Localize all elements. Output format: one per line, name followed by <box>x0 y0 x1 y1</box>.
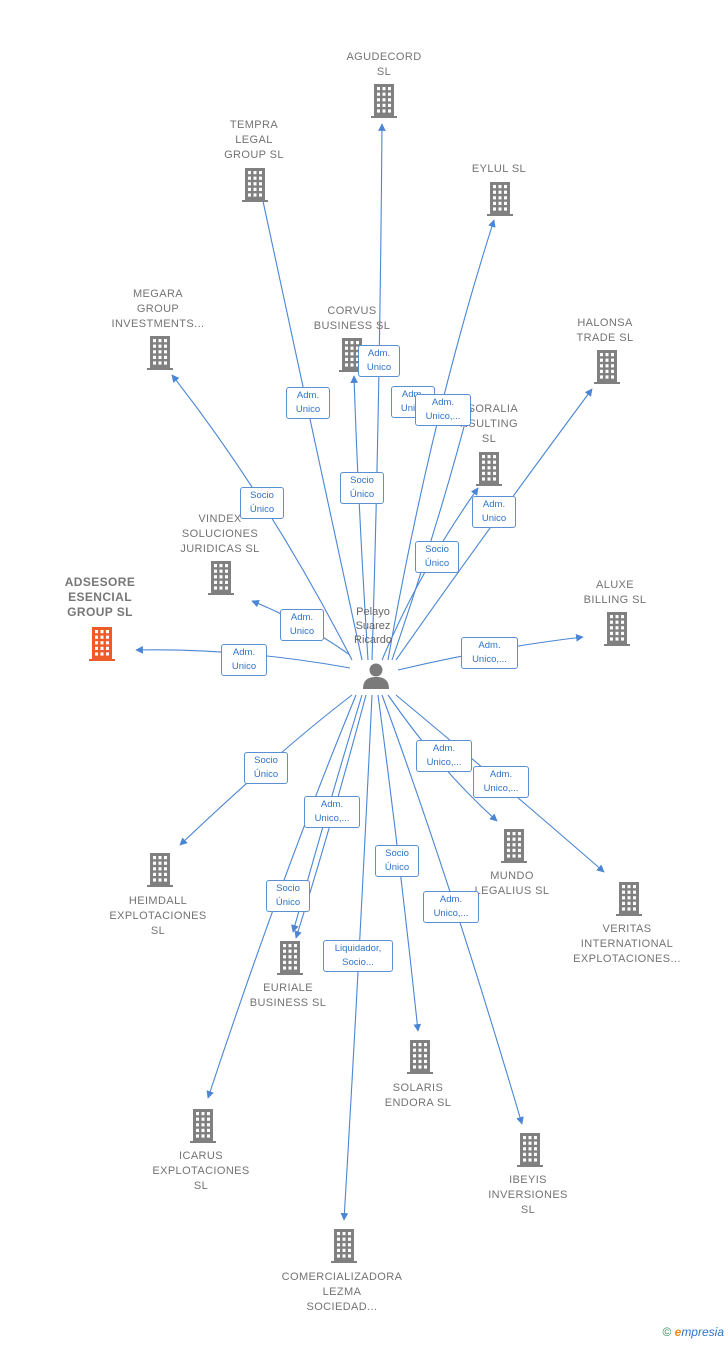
relation-label[interactable]: Adm. Unico,... <box>304 796 360 828</box>
company-name-comercializadora[interactable]: COMERCIALIZADORA LEZMA SOCIEDAD... <box>281 1271 403 1313</box>
copyright-symbol: © <box>662 1325 672 1339</box>
building-icon[interactable] <box>89 627 115 661</box>
building-icon[interactable] <box>616 882 642 916</box>
building-icon[interactable] <box>487 182 513 216</box>
company-name-icarus[interactable]: ICARUS EXPLOTACIONES SL <box>152 1150 250 1192</box>
relation-label[interactable]: Socio Único <box>415 541 459 573</box>
relation-label[interactable]: Socio Único <box>244 752 288 784</box>
company-name-aluxe[interactable]: ALUXE BILLING SL <box>583 579 647 606</box>
relation-label[interactable]: Adm. Unico <box>286 387 330 419</box>
building-icon[interactable] <box>407 1040 433 1074</box>
relation-label[interactable]: Socio Único <box>266 880 310 912</box>
company-name-megara[interactable]: MEGARA GROUP INVESTMENTS... <box>111 288 205 330</box>
company-name-halonsa[interactable]: HALONSA TRADE SL <box>576 317 634 344</box>
relation-edge <box>350 375 369 661</box>
building-icon[interactable] <box>331 1229 357 1263</box>
company-name-agudecord[interactable]: AGUDECORD SL <box>346 51 422 78</box>
company-name-adsesore[interactable]: ADSESORE ESENCIAL GROUP SL <box>64 575 136 619</box>
building-icon[interactable] <box>476 452 502 486</box>
relation-label[interactable]: Adm. Unico <box>221 644 267 676</box>
relation-label[interactable]: Socio Único <box>340 472 384 504</box>
relation-label[interactable]: Adm. Unico,... <box>416 740 472 772</box>
building-icon[interactable] <box>147 336 173 370</box>
relation-edge <box>255 177 363 661</box>
building-icon[interactable] <box>517 1133 543 1167</box>
relation-label[interactable]: Adm. Unico <box>280 609 324 641</box>
relation-edge <box>395 388 593 661</box>
relation-label[interactable]: Adm. Unico,... <box>473 766 529 798</box>
brand-name: mpresia <box>681 1325 724 1339</box>
relation-edge <box>391 403 472 661</box>
company-name-mundo[interactable]: MUNDO LEGALIUS SL <box>474 870 550 897</box>
building-icon[interactable] <box>604 612 630 646</box>
company-name-veritas[interactable]: VERITAS INTERNATIONAL EXPLOTACIONES... <box>573 923 681 965</box>
relation-label[interactable]: Socio Único <box>375 845 419 877</box>
company-name-corvus[interactable]: CORVUS BUSINESS SL <box>313 305 391 332</box>
relation-label[interactable]: Adm. Unico,... <box>415 394 471 426</box>
relation-label[interactable]: Socio Único <box>240 487 284 519</box>
brand-logo[interactable]: empresia <box>675 1325 724 1339</box>
relation-label[interactable]: Liquidador, Socio... <box>323 940 393 972</box>
relation-edge <box>387 219 496 661</box>
person-name[interactable]: Pelayo Suarez Ricardo <box>354 606 392 646</box>
relation-label[interactable]: Adm. Unico <box>358 345 400 377</box>
relation-edge <box>371 123 386 661</box>
building-icon[interactable] <box>277 941 303 975</box>
building-icon[interactable] <box>371 84 397 118</box>
brand-initial: e <box>674 1325 682 1339</box>
relation-label[interactable]: Adm. Unico <box>472 496 516 528</box>
relation-label[interactable]: Adm. Unico,... <box>461 637 518 669</box>
person-icon[interactable] <box>363 663 389 690</box>
building-icon[interactable] <box>208 561 234 595</box>
building-icon[interactable] <box>147 853 173 887</box>
company-name-solaris[interactable]: SOLARIS ENDORA SL <box>384 1082 452 1109</box>
company-name-tempra[interactable]: TEMPRA LEGAL GROUP SL <box>224 119 284 161</box>
building-icon[interactable] <box>242 168 268 202</box>
company-name-vindex[interactable]: VINDEX SOLUCIONES JURIDICAS SL <box>180 513 260 555</box>
company-name-euriale[interactable]: EURIALE BUSINESS SL <box>249 982 327 1009</box>
building-icon[interactable] <box>501 829 527 863</box>
company-name-heimdall[interactable]: HEIMDALL EXPLOTACIONES SL <box>109 895 207 937</box>
company-name-ibeyis[interactable]: IBEYIS INVERSIONES SL <box>488 1174 568 1216</box>
relation-label[interactable]: Adm. Unico,... <box>423 891 479 923</box>
building-icon[interactable] <box>339 338 365 372</box>
building-icon[interactable] <box>190 1109 216 1143</box>
company-name-esoralia[interactable]: ESORALIA NSULTING SL <box>459 403 519 445</box>
copyright-notice: © empresia <box>662 1325 724 1339</box>
building-icon[interactable] <box>594 350 620 384</box>
company-name-eylul[interactable]: EYLUL SL <box>471 163 527 175</box>
